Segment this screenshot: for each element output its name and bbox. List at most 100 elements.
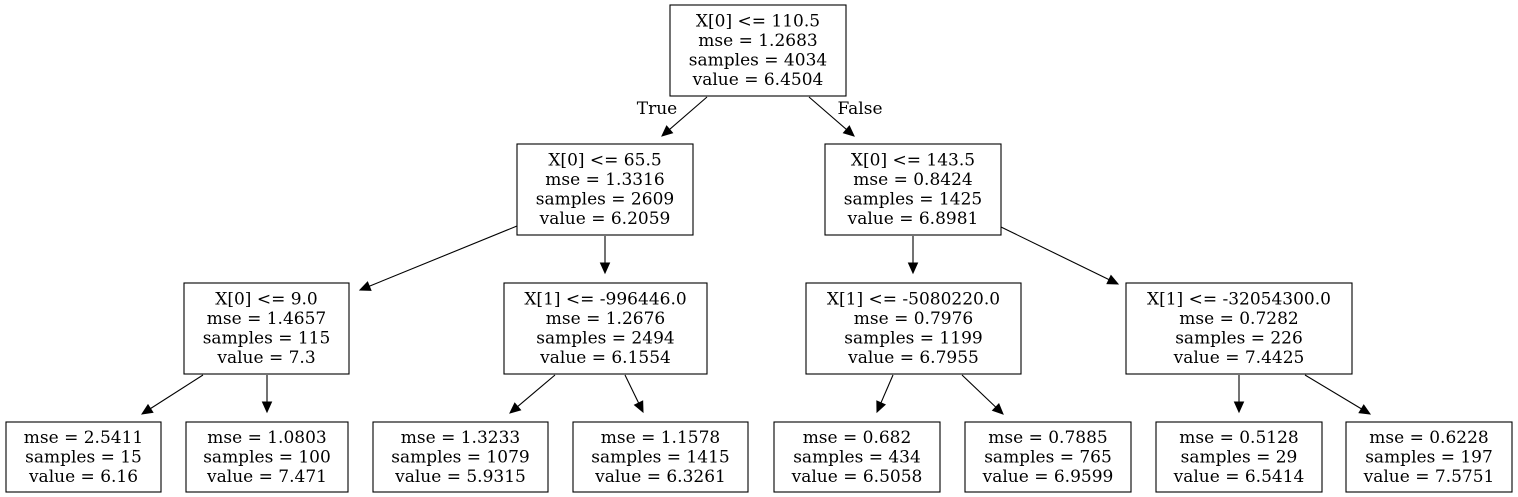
edge-line bbox=[369, 225, 518, 287]
node-text-line: mse = 1.3316 bbox=[545, 170, 664, 190]
node-text-line: samples = 765 bbox=[984, 447, 1112, 467]
node-text-line: mse = 0.682 bbox=[803, 428, 912, 448]
node-text-line: samples = 4034 bbox=[689, 51, 827, 71]
node-text-line: samples = 1199 bbox=[844, 329, 982, 349]
edge-n5-n11 bbox=[876, 374, 894, 414]
edge-label-false: False bbox=[838, 99, 883, 119]
node-text-line: X[1] <= -5080220.0 bbox=[827, 290, 1000, 310]
node-box bbox=[183, 282, 350, 375]
node-text-line: mse = 2.5411 bbox=[24, 428, 143, 448]
arrowhead-icon bbox=[1106, 274, 1120, 285]
edge-label-true: True bbox=[637, 99, 677, 119]
node-text-line: samples = 197 bbox=[1365, 447, 1493, 467]
edge-n2-n6 bbox=[1000, 226, 1120, 285]
arrowhead-icon bbox=[140, 403, 154, 415]
node-text-line: X[0] <= 143.5 bbox=[851, 151, 975, 171]
node-box bbox=[503, 282, 708, 375]
node-text-line: samples = 15 bbox=[25, 447, 142, 467]
node-text-line: samples = 115 bbox=[203, 329, 331, 349]
node-text-line: samples = 1415 bbox=[591, 447, 729, 467]
edge-n4-n9 bbox=[509, 374, 556, 414]
node-box bbox=[964, 421, 1132, 493]
node-box bbox=[805, 282, 1022, 375]
edge-n0-n1: True bbox=[637, 96, 708, 137]
node-box bbox=[669, 4, 847, 97]
arrowhead-icon bbox=[842, 125, 855, 137]
node-text-line: value = 6.3261 bbox=[594, 467, 726, 487]
node-text-line: value = 5.9315 bbox=[394, 467, 526, 487]
node-text-line: mse = 1.0803 bbox=[207, 428, 326, 448]
node-text-line: mse = 1.1578 bbox=[601, 428, 720, 448]
node-text-line: X[0] <= 9.0 bbox=[215, 290, 318, 310]
node-text-line: value = 6.2059 bbox=[539, 209, 671, 229]
edge-line bbox=[669, 96, 708, 130]
node-text-line: value = 7.5751 bbox=[1363, 467, 1495, 487]
node-text-line: value = 6.16 bbox=[28, 467, 138, 487]
edge-n6-n14 bbox=[1304, 374, 1372, 415]
edge-line bbox=[1304, 374, 1362, 410]
edge-line bbox=[624, 374, 640, 404]
node-text-line: samples = 2494 bbox=[536, 329, 674, 349]
node-text-line: value = 7.3 bbox=[216, 348, 315, 368]
edge-n1-n3 bbox=[358, 225, 518, 291]
arrowhead-icon bbox=[876, 400, 887, 414]
node-text-line: value = 7.4425 bbox=[1173, 348, 1305, 368]
node-text-line: value = 6.1554 bbox=[539, 348, 671, 368]
arrowhead-icon bbox=[358, 281, 372, 291]
node-text-line: X[0] <= 110.5 bbox=[696, 12, 820, 32]
edge-line bbox=[961, 374, 997, 408]
node-text-line: value = 7.471 bbox=[206, 467, 327, 487]
node-text-line: samples = 100 bbox=[203, 447, 331, 467]
node-box bbox=[572, 421, 749, 493]
node-text-line: samples = 226 bbox=[1175, 329, 1303, 349]
node-text-line: value = 6.5414 bbox=[1173, 467, 1305, 487]
arrowhead-icon bbox=[599, 262, 611, 275]
arrowhead-icon bbox=[509, 402, 522, 414]
node-text-line: mse = 1.4657 bbox=[207, 309, 326, 329]
arrowhead-icon bbox=[1233, 401, 1245, 414]
node-text-line: mse = 0.5128 bbox=[1179, 428, 1298, 448]
node-box bbox=[1345, 421, 1513, 493]
node-box bbox=[185, 421, 349, 493]
arrowhead-icon bbox=[261, 401, 273, 414]
edge-line bbox=[150, 374, 204, 410]
edge-n3-n7 bbox=[140, 374, 204, 415]
edge-line bbox=[1000, 226, 1110, 281]
node-text-line: mse = 0.7885 bbox=[988, 428, 1107, 448]
edge-n6-n13 bbox=[1233, 375, 1245, 414]
arrowhead-icon bbox=[1358, 404, 1372, 415]
node-text-line: mse = 1.2676 bbox=[546, 309, 665, 329]
node-text-line: X[1] <= -32054300.0 bbox=[1147, 290, 1331, 310]
arrowhead-icon bbox=[991, 402, 1004, 415]
node-text-line: value = 6.7955 bbox=[847, 348, 979, 368]
node-text-line: mse = 1.3233 bbox=[401, 428, 520, 448]
node-box bbox=[516, 143, 694, 236]
arrowhead-icon bbox=[633, 400, 644, 414]
edge-line bbox=[880, 374, 894, 404]
edge-line bbox=[808, 96, 847, 130]
node-text-line: X[1] <= -996446.0 bbox=[524, 290, 686, 310]
arrowhead-icon bbox=[661, 125, 674, 137]
node-text-line: mse = 0.8424 bbox=[853, 170, 972, 190]
node-text-line: mse = 1.2683 bbox=[698, 31, 817, 51]
node-text-line: samples = 1425 bbox=[844, 190, 982, 210]
node-text-line: mse = 0.6228 bbox=[1369, 428, 1488, 448]
edge-line bbox=[517, 374, 556, 407]
edge-n2-n5 bbox=[907, 236, 919, 275]
node-box bbox=[5, 421, 162, 493]
